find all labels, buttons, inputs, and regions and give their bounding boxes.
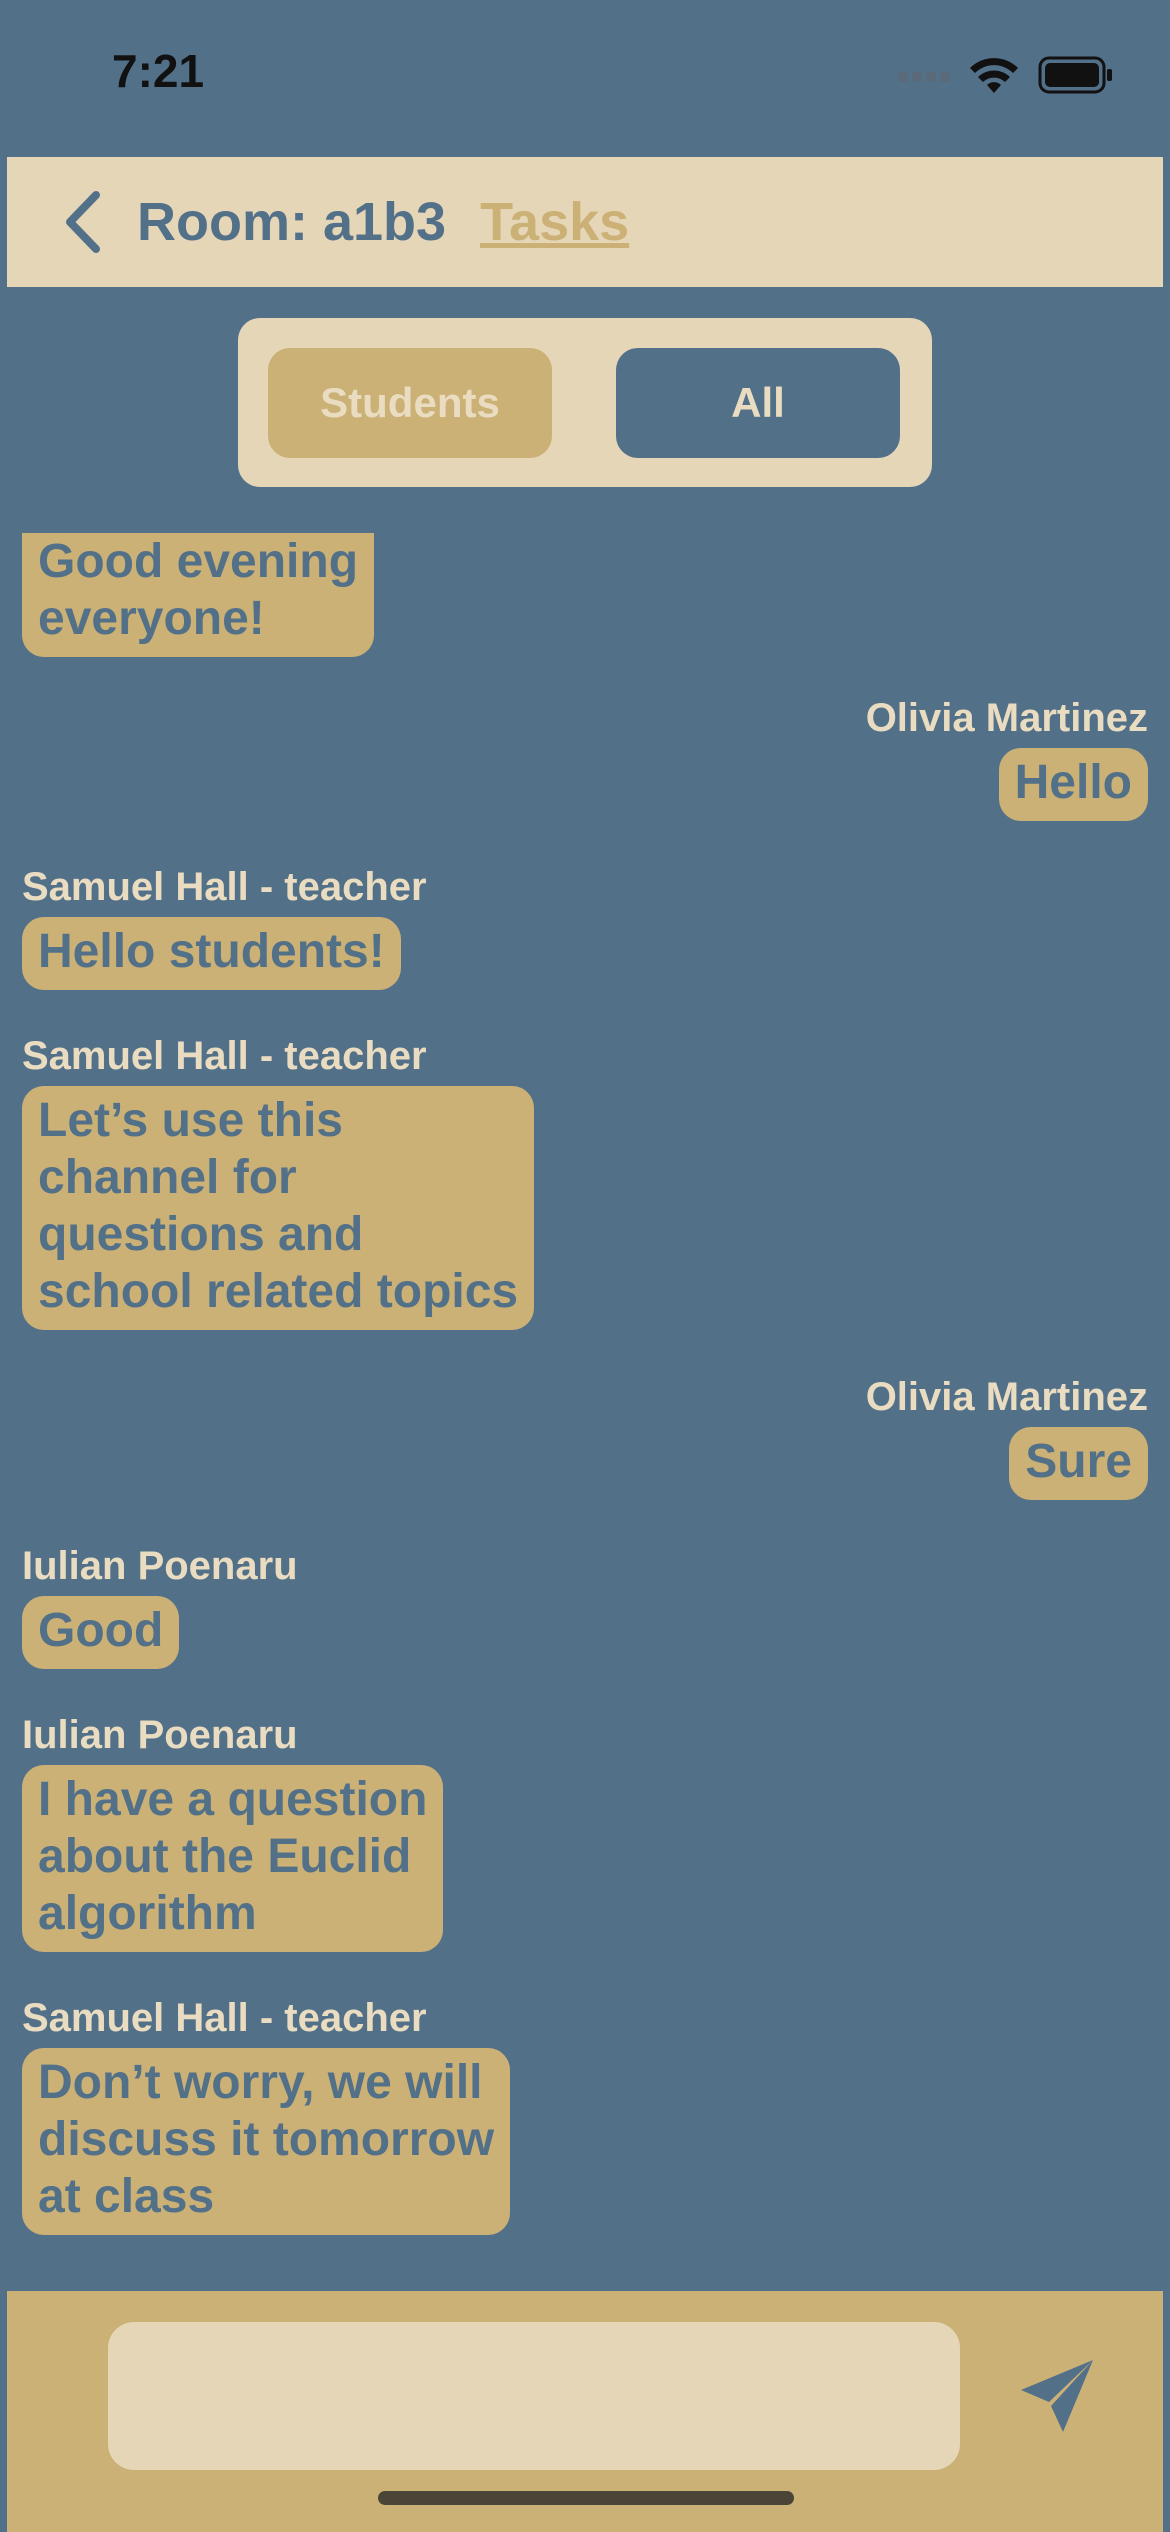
message: Samuel Hall - teacher Don’t worry, we wi… [22,1994,511,2235]
signal-icon [898,72,950,82]
message-bubble: Good evening everyone! [22,533,375,657]
all-filter-button[interactable]: All [616,348,900,458]
message-list[interactable]: Good evening everyone! Olivia Martinez H… [0,533,1170,2283]
message-sender: Samuel Hall - teacher [22,1034,427,1078]
send-button[interactable] [1007,2346,1107,2446]
message: Good evening everyone! [22,533,375,657]
room-title: Room: a1b3 [137,192,447,252]
chevron-left-icon [66,191,100,253]
message: Samuel Hall - teacher Let’s use this cha… [22,1032,535,1330]
message-sender: Samuel Hall - teacher [22,865,427,909]
message-sender: Samuel Hall - teacher [22,1996,427,2040]
message-sender: Iulian Poenaru [22,1713,298,1757]
message: Samuel Hall - teacher Hello students! [22,863,427,990]
send-icon [1021,2360,1093,2432]
message-input[interactable] [108,2322,960,2470]
back-button[interactable] [27,157,137,287]
message-sender: Olivia Martinez [865,1375,1148,1419]
top-bar: Room: a1b3 Tasks [7,157,1163,287]
students-filter-button[interactable]: Students [268,348,552,458]
message-bubble: Good [22,1596,180,1669]
message-sender: Iulian Poenaru [22,1544,298,1588]
message-bubble: Hello students! [22,917,401,990]
message-bubble: Sure [1009,1427,1148,1500]
message: Iulian Poenaru Good [22,1542,298,1669]
message-bubble: Hello [998,748,1148,821]
home-indicator [378,2491,794,2505]
message-sender: Olivia Martinez [865,696,1148,740]
message-composer [7,2291,1163,2532]
status-icons [898,50,1114,100]
message-bubble: I have a question about the Euclid algor… [22,1765,444,1952]
battery-icon [1038,56,1112,94]
filter-segmented-control: Students All [238,318,932,487]
message: Iulian Poenaru I have a question about t… [22,1711,444,1952]
message-bubble: Don’t worry, we will discuss it tomorrow… [22,2048,511,2235]
tasks-link[interactable]: Tasks [480,192,630,252]
message: Olivia Martinez Sure [866,1373,1148,1500]
status-time: 7:21 [112,45,205,97]
wifi-icon [970,58,1018,93]
message: Olivia Martinez Hello [866,694,1148,821]
message-bubble: Let’s use this channel for questions and… [22,1086,535,1330]
